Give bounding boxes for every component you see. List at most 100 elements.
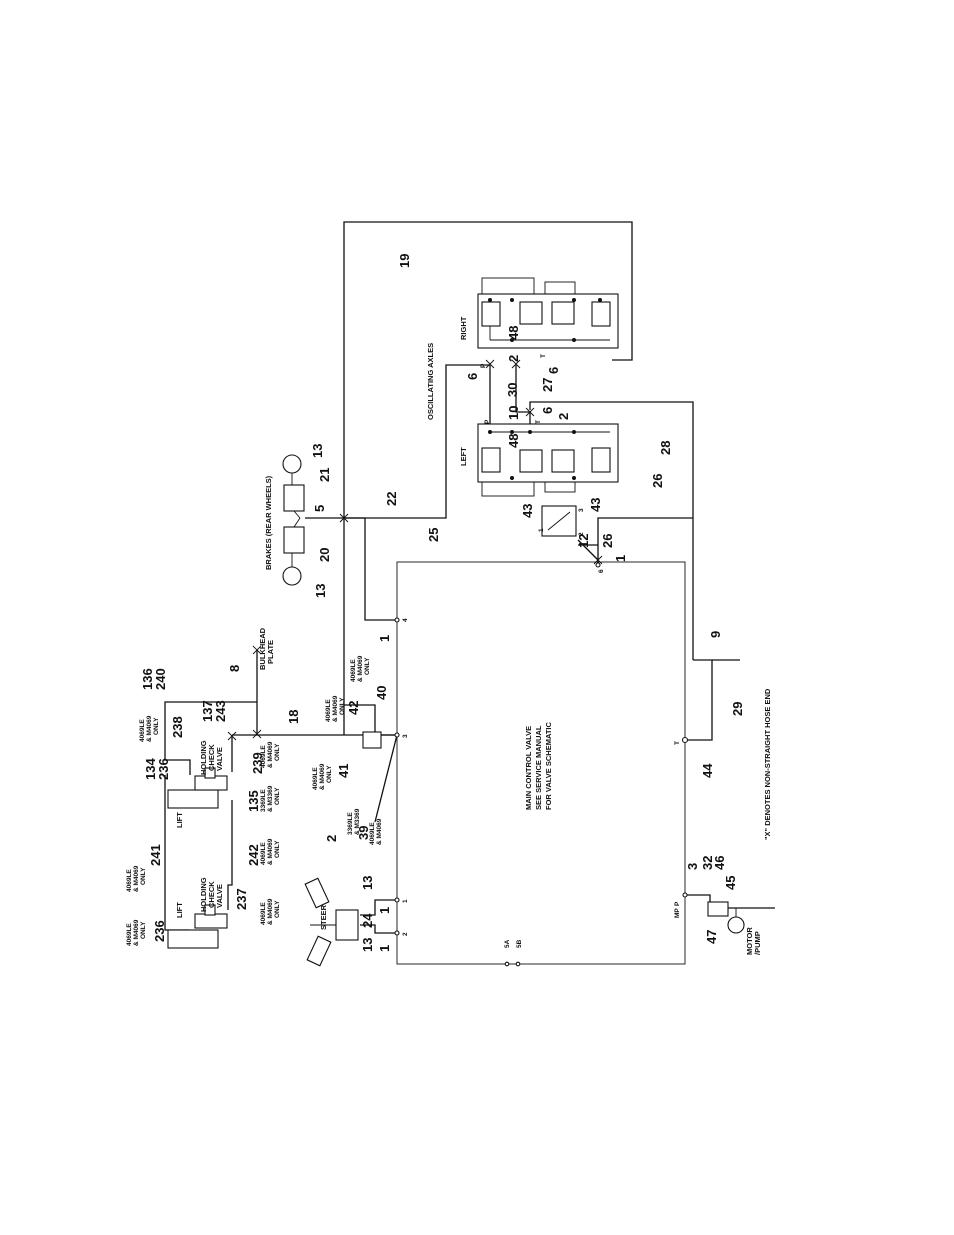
motor-label-1: MOTOR bbox=[745, 927, 754, 955]
holding-upper-1: HOLDING bbox=[199, 740, 208, 775]
svg-text:5: 5 bbox=[312, 505, 327, 512]
hose-end-markers bbox=[227, 359, 603, 741]
svg-text:1: 1 bbox=[377, 635, 392, 642]
svg-text:3: 3 bbox=[685, 863, 700, 870]
svg-text:136: 136 bbox=[140, 668, 155, 690]
svg-text:3369LE: 3369LE bbox=[260, 789, 267, 812]
svg-text:& M4069: & M4069 bbox=[133, 865, 140, 892]
svg-text:& M4069: & M4069 bbox=[267, 741, 274, 768]
svg-text:40: 40 bbox=[374, 686, 389, 700]
svg-text:243: 243 bbox=[213, 700, 228, 722]
callout-numbers: 19 48 48 2 6 6 30 27 10 6 2 28 26 43 43 … bbox=[140, 254, 745, 952]
footnote: "X" DENOTES NON-STRAIGHT HOSE END bbox=[763, 688, 772, 840]
svg-text:43: 43 bbox=[588, 498, 603, 512]
svg-text:6: 6 bbox=[465, 373, 480, 380]
svg-text:T: T bbox=[674, 741, 681, 745]
main-valve-label-3: FOR VALVE SCHEMATIC bbox=[544, 722, 553, 811]
svg-text:ONLY: ONLY bbox=[364, 657, 371, 675]
svg-text:137: 137 bbox=[200, 700, 215, 722]
svg-text:2: 2 bbox=[402, 932, 409, 936]
svg-text:ONLY: ONLY bbox=[339, 697, 346, 715]
svg-text:2: 2 bbox=[324, 835, 339, 842]
svg-text:4069LE: 4069LE bbox=[139, 719, 146, 742]
main-control-valve bbox=[396, 561, 686, 965]
svg-text:ONLY: ONLY bbox=[274, 900, 281, 918]
svg-text:135: 135 bbox=[246, 790, 261, 812]
svg-text:4069LE: 4069LE bbox=[126, 869, 133, 892]
svg-text:26: 26 bbox=[600, 534, 615, 548]
svg-text:13: 13 bbox=[360, 876, 375, 890]
svg-text:46: 46 bbox=[712, 856, 727, 870]
holding-lower-1: HOLDING bbox=[199, 877, 208, 912]
right-oscillating-axle bbox=[477, 277, 619, 349]
svg-text:21: 21 bbox=[317, 468, 332, 482]
svg-text:25: 25 bbox=[426, 528, 441, 542]
svg-text:MP: MP bbox=[674, 908, 681, 918]
svg-text:18: 18 bbox=[286, 710, 301, 724]
svg-text:241: 241 bbox=[148, 844, 163, 866]
svg-text:13: 13 bbox=[313, 584, 328, 598]
motor-pump bbox=[707, 901, 745, 934]
svg-text:ONLY: ONLY bbox=[274, 840, 281, 858]
holding-lower-3: VALVE bbox=[215, 884, 224, 908]
svg-text:8: 8 bbox=[227, 665, 242, 672]
svg-text:41: 41 bbox=[336, 764, 351, 778]
svg-text:236: 236 bbox=[152, 920, 167, 942]
svg-text:P: P bbox=[484, 419, 491, 424]
svg-text:ONLY: ONLY bbox=[274, 743, 281, 761]
svg-text:22: 22 bbox=[384, 492, 399, 506]
svg-text:39: 39 bbox=[356, 826, 371, 840]
left-label: LEFT bbox=[459, 447, 468, 466]
svg-text:5B: 5B bbox=[516, 939, 523, 948]
svg-text:12: 12 bbox=[576, 534, 591, 548]
bulkhead-label-1: BULKHEAD bbox=[258, 627, 267, 670]
holding-upper-3: VALVE bbox=[215, 747, 224, 771]
svg-text:242: 242 bbox=[246, 844, 261, 866]
svg-text:4069LE: 4069LE bbox=[126, 923, 133, 946]
svg-text:13: 13 bbox=[360, 938, 375, 952]
svg-text:& M4069: & M4069 bbox=[357, 655, 364, 682]
svg-text:1: 1 bbox=[377, 907, 392, 914]
holding-upper-2: CHECK bbox=[207, 744, 216, 771]
svg-text:24: 24 bbox=[360, 913, 375, 928]
svg-text:4069LE: 4069LE bbox=[369, 822, 376, 845]
svg-text:47: 47 bbox=[704, 930, 719, 944]
svg-text:240: 240 bbox=[153, 668, 168, 690]
svg-text:236: 236 bbox=[156, 758, 171, 780]
svg-text:& M3369: & M3369 bbox=[354, 808, 361, 835]
svg-text:2: 2 bbox=[506, 355, 521, 362]
check-valve-42 bbox=[362, 731, 382, 749]
svg-text:5A: 5A bbox=[504, 939, 511, 948]
svg-text:42: 42 bbox=[346, 701, 361, 715]
svg-text:4069LE: 4069LE bbox=[325, 699, 332, 722]
svg-text:134: 134 bbox=[143, 758, 158, 780]
steer-label: STEER bbox=[319, 904, 328, 930]
svg-text:19: 19 bbox=[397, 254, 412, 268]
svg-text:48: 48 bbox=[506, 326, 521, 340]
svg-text:6: 6 bbox=[598, 569, 605, 573]
svg-text:43: 43 bbox=[520, 504, 535, 518]
main-valve-label-1: MAIN CONTROL VALVE bbox=[524, 726, 533, 810]
svg-text:32: 32 bbox=[700, 856, 715, 870]
svg-text:4069LE: 4069LE bbox=[260, 745, 267, 768]
svg-text:20: 20 bbox=[317, 548, 332, 562]
svg-text:3: 3 bbox=[578, 508, 585, 512]
svg-text:13: 13 bbox=[310, 444, 325, 458]
option-notes: 4069LE & M4069 ONLY 4069LE & M4069 ONLY … bbox=[126, 655, 383, 946]
hydraulic-lines bbox=[164, 221, 775, 934]
lift-label-upper: LIFT bbox=[175, 812, 184, 828]
left-oscillating-axle bbox=[477, 423, 619, 497]
svg-text:2: 2 bbox=[578, 532, 585, 536]
svg-text:29: 29 bbox=[730, 702, 745, 716]
svg-text:& M4069: & M4069 bbox=[332, 695, 339, 722]
main-valve-label-2: SEE SERVICE MANUAL bbox=[534, 725, 543, 810]
svg-text:1: 1 bbox=[377, 945, 392, 952]
svg-text:4069LE: 4069LE bbox=[260, 902, 267, 925]
svg-text:3369LE: 3369LE bbox=[347, 812, 354, 835]
svg-text:4069LE: 4069LE bbox=[350, 659, 357, 682]
oscillating-axles-label: OSCILLATING AXLES bbox=[426, 343, 435, 420]
svg-text:T: T bbox=[540, 354, 547, 358]
rear-wheel-brakes bbox=[282, 454, 305, 586]
svg-text:& M4069: & M4069 bbox=[267, 898, 274, 925]
